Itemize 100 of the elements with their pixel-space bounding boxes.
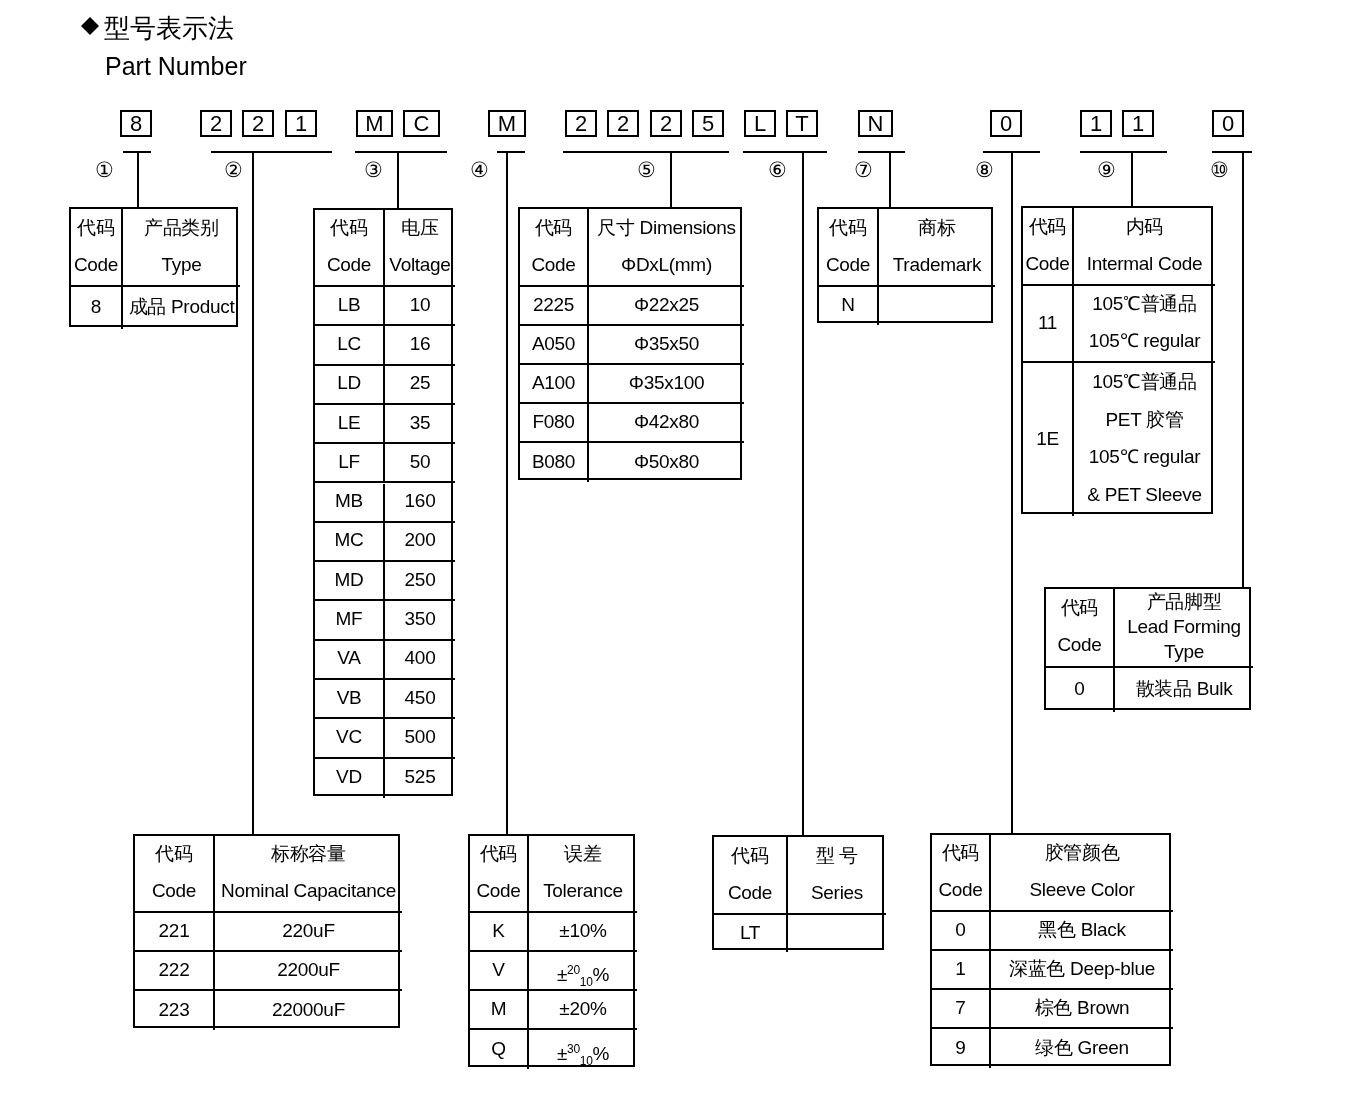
cell-text: 105℃ regular — [1087, 328, 1202, 353]
code-box: 0 — [1212, 110, 1244, 137]
spec-table — [518, 207, 742, 480]
cell-text: 成品 Product — [127, 295, 236, 319]
cell-text: MD — [333, 567, 365, 592]
code-box: 2 — [650, 110, 682, 137]
header-text: 标称容量 — [270, 842, 347, 867]
header-text: Code — [325, 252, 373, 277]
cell-text: F080 — [531, 409, 576, 434]
leader-line — [889, 152, 891, 208]
header-text: 产品类别 — [143, 215, 220, 240]
header-text: Voltage — [388, 252, 452, 277]
spec-table — [1044, 587, 1251, 710]
cell-text: A100 — [530, 370, 577, 395]
callout-number: ② — [224, 158, 243, 182]
cell-text: & PET Sleeve — [1086, 483, 1203, 508]
spec-table — [69, 207, 238, 327]
cell-text: MB — [334, 489, 364, 514]
leader-line — [252, 152, 254, 835]
cell-text: MC — [333, 528, 365, 553]
cell-text: 1 — [954, 956, 967, 981]
subtitle: Part Number — [105, 51, 247, 82]
cell-text: 9 — [954, 1035, 967, 1060]
callout-number: ③ — [364, 158, 383, 182]
leader-line — [506, 152, 508, 835]
header-text: 代码 — [828, 215, 868, 240]
header-text: 代码 — [940, 841, 981, 866]
code-box: 8 — [120, 110, 152, 137]
callout-number: ④ — [470, 158, 489, 182]
cell-text: Φ22x25 — [632, 292, 701, 317]
cell-text: 400 — [403, 646, 437, 671]
code-box: 1 — [285, 110, 317, 137]
cell-text: 105℃ regular — [1087, 445, 1202, 470]
leader-line — [1131, 152, 1133, 207]
header-text: Code — [150, 878, 198, 903]
header-text: 商标 — [917, 215, 957, 240]
cell-text: 7 — [954, 995, 967, 1020]
cell-text: M — [489, 996, 508, 1021]
header-text: Code — [1056, 633, 1103, 658]
callout-number: ⑦ — [854, 158, 873, 182]
code-box: 5 — [692, 110, 724, 137]
header-text: Nominal Capacitance — [220, 878, 397, 903]
underline-bar — [563, 151, 729, 153]
header-text: Series — [809, 880, 865, 905]
underline-bar — [211, 151, 332, 153]
cell-text: 222 — [157, 957, 191, 982]
header-text: Trademark — [891, 252, 983, 277]
header-text: Lead Forming — [1126, 614, 1242, 639]
code-box: 2 — [200, 110, 232, 137]
cell-text: Φ35x100 — [627, 370, 706, 395]
cell-text: 223 — [157, 997, 191, 1022]
cell-text: 500 — [403, 724, 437, 749]
header-text: 代码 — [76, 215, 116, 240]
cell-text: 0 — [1073, 677, 1086, 701]
header-text: 产品脚型 — [1145, 589, 1223, 614]
header-text: Code — [475, 878, 522, 903]
cell-text: 11 — [1036, 310, 1059, 335]
spec-table — [468, 834, 635, 1067]
cell-text: ±$^{30}$$_{10}$% — [555, 1040, 611, 1070]
leader-line — [397, 152, 399, 209]
header-text: 代码 — [730, 843, 770, 868]
cell-text: K — [491, 918, 506, 943]
cell-text: ±20% — [558, 996, 608, 1021]
code-box: 2 — [565, 110, 597, 137]
spec-table — [817, 207, 993, 323]
cell-text: 50 — [408, 449, 432, 474]
spec-table — [930, 833, 1171, 1066]
leader-line — [1011, 152, 1013, 834]
callout-number: ① — [95, 158, 114, 182]
leader-line — [802, 152, 804, 836]
callout-number: ⑧ — [975, 158, 994, 182]
header-text: 内码 — [1124, 214, 1165, 239]
cell-text: 160 — [403, 489, 437, 514]
cell-text: 8 — [89, 295, 103, 319]
header-text: ΦDxL(mm) — [620, 252, 713, 277]
cell-text: A050 — [530, 331, 577, 356]
header-text: 型 号 — [814, 843, 860, 868]
code-box: M — [488, 110, 526, 137]
cell-text: 200 — [403, 528, 437, 553]
cell-text: N — [840, 293, 856, 317]
cell-text: VB — [335, 685, 363, 710]
header-text: 代码 — [329, 216, 369, 241]
header-text: Intermal Code — [1085, 251, 1204, 276]
cell-text: MF — [334, 607, 364, 632]
header-text: 代码 — [1059, 595, 1100, 620]
code-box: 2 — [607, 110, 639, 137]
cell-text: 105℃普通品 — [1091, 369, 1198, 394]
cell-text: 2200uF — [276, 957, 341, 982]
leader-line — [1242, 152, 1244, 588]
cell-text: 棕色 Brown — [1033, 995, 1131, 1020]
cell-text: 450 — [403, 685, 437, 710]
cell-text: 16 — [408, 331, 432, 356]
cell-text: 深蓝色 Deep-blue — [1007, 956, 1157, 981]
cell-text: 10 — [408, 292, 432, 317]
underline-bar — [497, 151, 525, 153]
header-text: 尺寸 Dimensions — [596, 215, 737, 240]
code-box: 0 — [990, 110, 1022, 137]
spec-table — [133, 834, 400, 1028]
spec-table — [712, 835, 884, 950]
cell-text: LB — [336, 292, 362, 317]
